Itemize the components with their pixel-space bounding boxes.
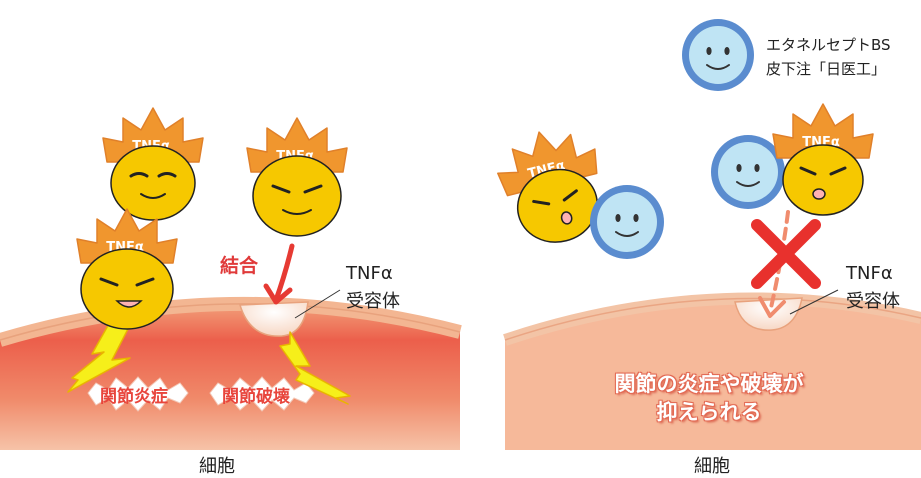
tnf-molecule-5: TNFα: [772, 103, 874, 216]
right-cell-label: 細胞: [694, 456, 730, 477]
left-receptor-label-line2: 受容体: [346, 291, 400, 312]
tnf-molecule-4: TNFα: [489, 119, 602, 243]
effect-label-inflammation: 関節炎症: [100, 387, 168, 407]
block-cross-mark: [751, 219, 821, 289]
tnf-molecule-1: TNFα: [102, 107, 204, 221]
drug-molecule-2: [711, 135, 785, 209]
right-cell: [503, 292, 921, 450]
left-tnf-receptor: [239, 301, 309, 337]
effect-burst-destruction: [209, 376, 315, 412]
left-receptor-leader-line: [294, 289, 341, 319]
left-cell-label: 細胞: [199, 456, 235, 477]
tnf-molecule-3: TNFα: [76, 208, 178, 330]
result-text-line1: 関節の炎症や破壊が: [614, 372, 804, 396]
left-cell: [0, 296, 462, 450]
binding-arrow: [263, 243, 295, 305]
right-receptor-label-line2: 受容体: [846, 291, 900, 312]
tnf-molecule-2: TNFα: [246, 117, 348, 237]
drug-label-line2: 皮下注「日医工」: [766, 60, 887, 78]
right-receptor-leader-line: [789, 289, 839, 315]
effect-burst-inflammation: [87, 376, 189, 412]
binding-label: 結合: [220, 255, 259, 277]
lightning-bolt-left: [67, 321, 131, 393]
drug-label-line1: エタネルセプトBS: [766, 36, 891, 54]
result-text-line2: 抑えられる: [656, 400, 762, 424]
right-receptor-label-line1: TNFα: [846, 263, 893, 284]
lightning-bolt-right: [279, 331, 351, 405]
effect-label-destruction: 関節破壊: [222, 387, 290, 407]
drug-molecule-legend: [682, 19, 754, 91]
drug-molecule-1: [590, 185, 664, 259]
left-receptor-label-line1: TNFα: [346, 263, 393, 284]
